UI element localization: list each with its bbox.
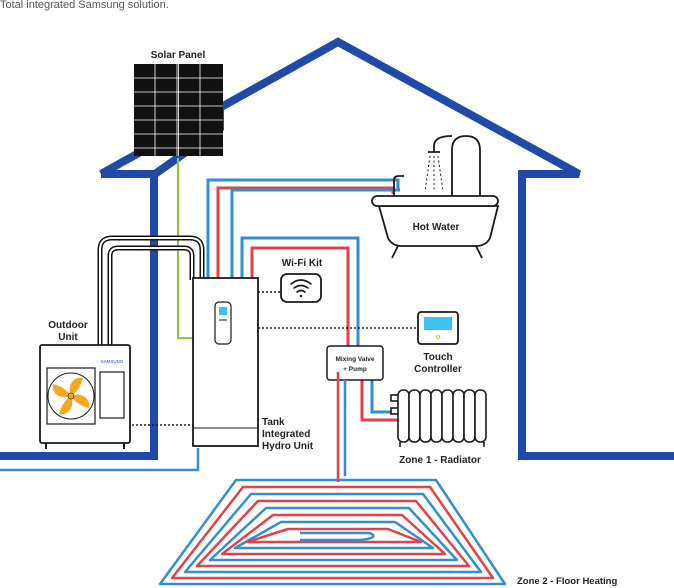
caption: Total integrated Samsung solution. — [0, 0, 169, 11]
zone1-label: Zone 1 - Radiator — [399, 455, 481, 466]
zone2-label: Zone 2 - Floor Heating — [517, 576, 617, 587]
floor-heating — [158, 372, 507, 586]
bathtub — [371, 135, 500, 259]
signal-lines — [132, 291, 418, 426]
outdoor-unit-label-1: Outdoor — [48, 320, 88, 331]
ground-pipe — [0, 448, 200, 472]
controller-icon — [424, 317, 452, 330]
wifi-icon — [290, 279, 312, 298]
mixing-valve-label-2: + Pump — [343, 366, 367, 373]
solar-panel-label: Solar Panel — [151, 50, 206, 61]
outdoor-unit: SAMSUNG — [39, 344, 131, 449]
tank-label-3: Hydro Unit — [262, 441, 314, 452]
radiator — [390, 389, 487, 447]
house-roof — [99, 37, 674, 460]
shower-spray — [424, 155, 444, 193]
touch-controller-label-1: Touch — [423, 352, 452, 363]
touch-controller-label-2: Controller — [414, 364, 462, 375]
solar-panel — [134, 64, 223, 156]
mixing-valve-label-1: Mixing Valve — [335, 356, 374, 363]
mixing-valve-box — [326, 345, 384, 381]
tank-label-2: Integrated — [262, 429, 310, 440]
hot-water-label: Hot Water — [413, 222, 460, 233]
tank-label-1: Tank — [262, 417, 285, 428]
shower-icon — [428, 135, 453, 153]
outdoor-pipes — [97, 235, 205, 346]
brand-label: SAMSUNG — [101, 359, 124, 364]
wifi-kit — [280, 273, 322, 303]
fan-icon — [47, 372, 95, 420]
solar-link — [177, 158, 194, 339]
hot-water-pipes — [206, 178, 400, 282]
tank-hydro-unit — [192, 277, 259, 447]
floor-loop-outer — [158, 478, 507, 586]
house-left-wall — [0, 170, 158, 460]
outdoor-unit-label-2: Unit — [58, 332, 78, 343]
touch-controller — [417, 311, 459, 345]
wifi-kit-label: Wi-Fi Kit — [282, 258, 323, 269]
